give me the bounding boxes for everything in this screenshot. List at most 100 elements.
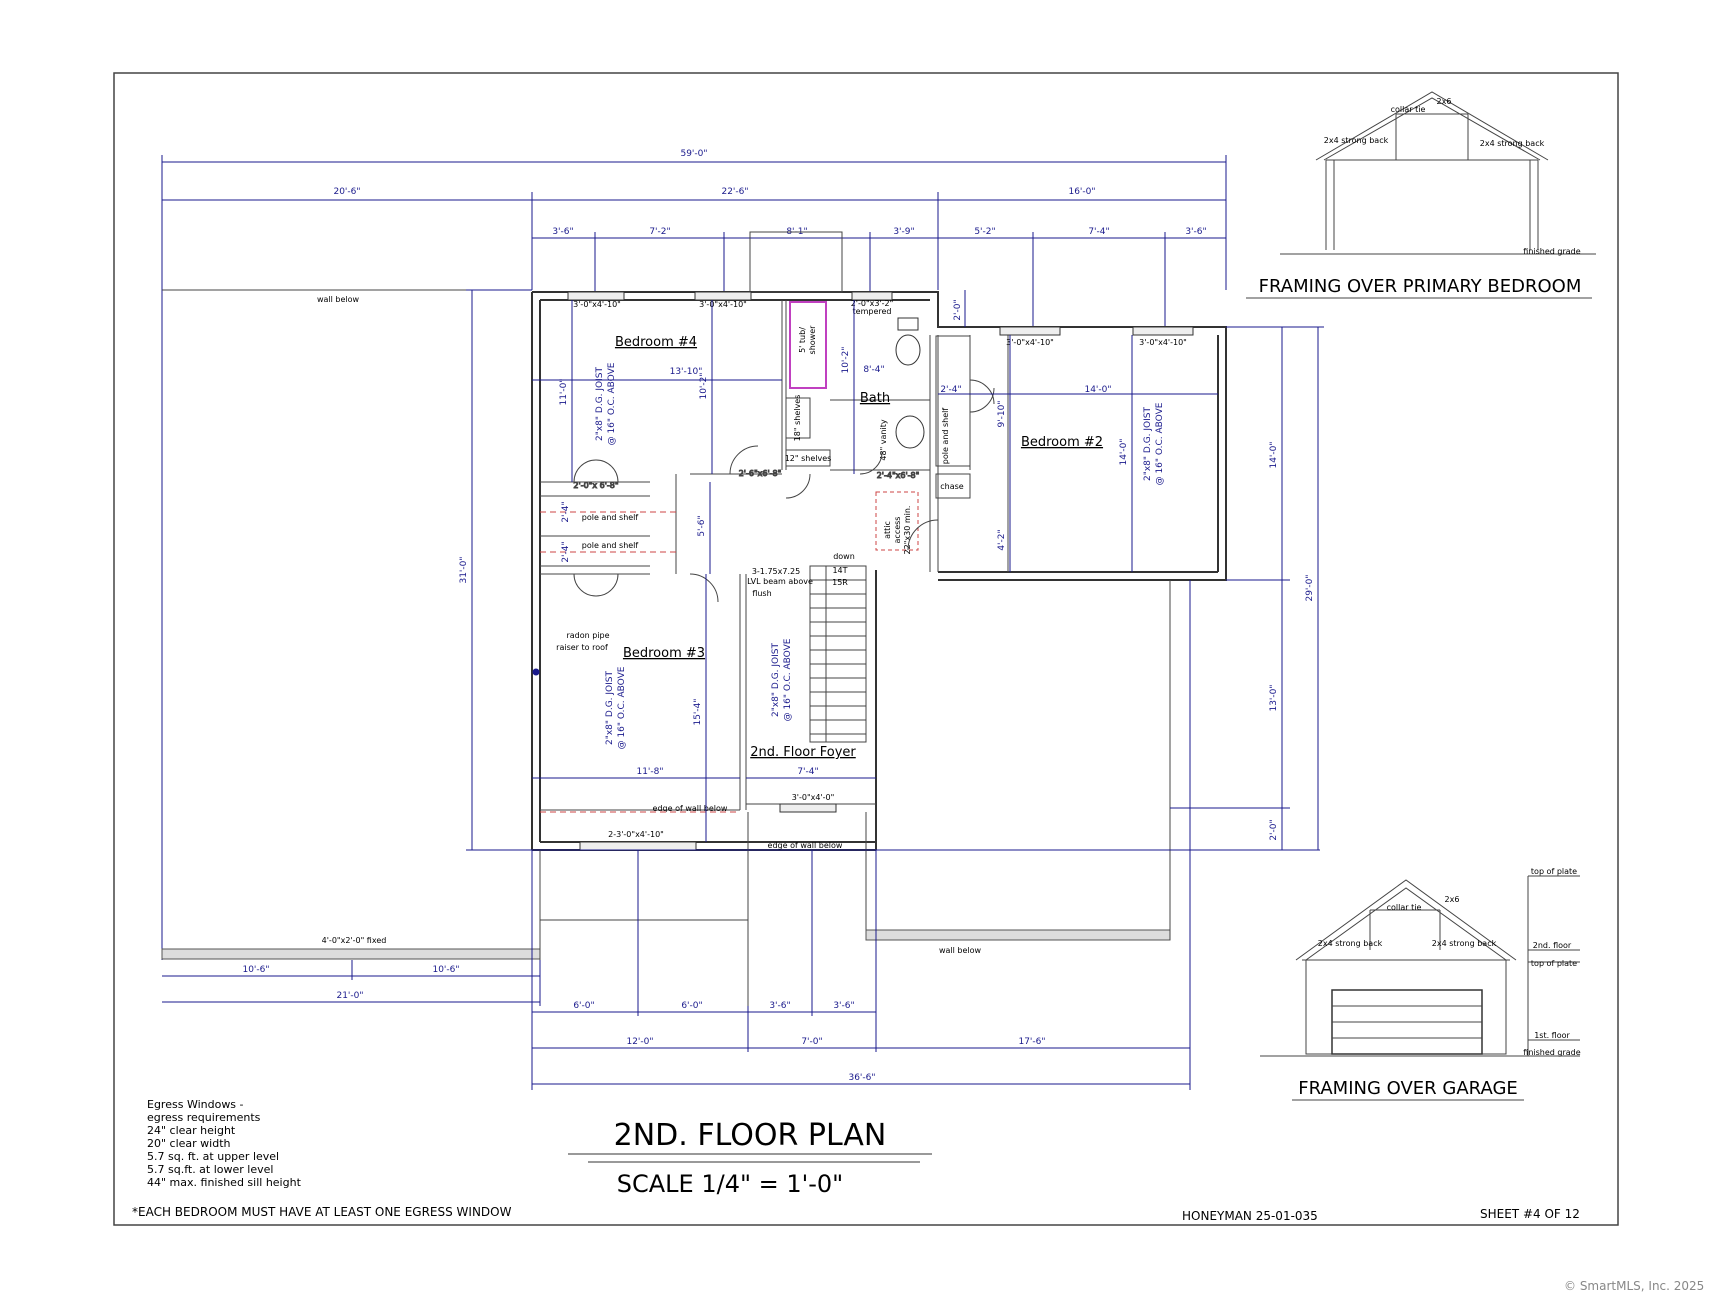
joist-labels: 2"x8" D.G. JOIST @ 16" O.C. ABOVE 2"x8" … <box>595 362 1165 749</box>
label-attic-1: attic <box>883 521 892 539</box>
door-label-bath: 2'-6"x6'-8" <box>739 469 782 478</box>
dim-left: 20'-6" <box>333 187 360 197</box>
label-strongback-garage-2: 2x4 strong back <box>1432 939 1497 948</box>
joist-foyer: 2"x8" D.G. JOIST <box>771 642 781 717</box>
bathtub-icon <box>789 301 827 389</box>
framing-garage-diagram: collar tie 2x4 strong back 2x4 strong ba… <box>1260 867 1581 1101</box>
dim-bed2-c: 2'-4" <box>940 385 961 395</box>
dim-bed2-a: 9'-10" <box>997 400 1007 427</box>
dim-c3: 3'-6" <box>769 1001 790 1011</box>
framing-primary-title: FRAMING OVER PRIMARY BEDROOM <box>1259 276 1582 297</box>
label-strongback-garage-1: 2x4 strong back <box>1318 939 1383 948</box>
label-top-plate-1: top of plate <box>1531 867 1577 876</box>
dim-bed3-h: 15'-4" <box>693 698 703 725</box>
sink-icon <box>895 415 925 449</box>
door-label-closet-1: 2'-0"x 6'-8" <box>573 481 618 490</box>
egress-line-2: egress requirements <box>147 1111 261 1124</box>
joist-bed2: 2"x8" D.G. JOIST <box>1143 406 1153 481</box>
room-bedroom-3: Bedroom #3 <box>623 646 705 661</box>
joist-bed4-oc: @ 16" O.C. ABOVE <box>607 362 617 445</box>
garage-below-outline: wall below edge of wall below edge of wa… <box>161 580 1171 1010</box>
sheet-number: SHEET #4 OF 12 <box>1480 1207 1580 1221</box>
label-pole-shelf-2: pole and shelf <box>582 541 639 550</box>
egress-line-4: 20" clear width <box>147 1137 231 1150</box>
label-strongback-primary-2: 2x4 strong back <box>1480 139 1545 148</box>
label-radon-2: raiser to roof <box>556 643 608 652</box>
dim-bath-w: 8'-4" <box>863 365 884 375</box>
egress-line-5: 5.7 sq. ft. at upper level <box>147 1150 279 1163</box>
dim-b-total: 21'-0" <box>336 991 363 1001</box>
egress-line-3: 24" clear height <box>147 1124 236 1137</box>
egress-line-1: Egress Windows - <box>147 1098 244 1111</box>
project-number: HONEYMAN 25-01-035 <box>1182 1209 1318 1223</box>
dim-e-total: 36'-6" <box>848 1073 875 1083</box>
label-radon-1: radon pipe <box>566 631 609 640</box>
egress-line-7: 44" max. finished sill height <box>147 1176 302 1189</box>
dim-bed3-w: 11'-8" <box>636 767 663 777</box>
dim-d1: 12'-0" <box>626 1037 653 1047</box>
egress-line-6: 5.7 sq.ft. at lower level <box>147 1163 273 1176</box>
label-attic-3: 22"x30 min. <box>903 506 912 555</box>
label-wall-below-left: wall below <box>317 295 360 304</box>
framing-primary-diagram: collar tie 2x4 strong back 2x4 strong ba… <box>1246 91 1596 299</box>
label-first-floor: 1st. floor <box>1534 1031 1570 1040</box>
joist-foyer-oc: @ 16" O.C. ABOVE <box>783 638 793 721</box>
joist-bed3-oc: @ 16" O.C. ABOVE <box>617 666 627 749</box>
label-stair-treads: 14T <box>832 566 847 575</box>
dim-t1: 3'-6" <box>552 227 573 237</box>
label-pole-shelf-3: pole and shelf <box>941 408 950 465</box>
interior-walls <box>540 231 1009 811</box>
label-wall-below-right: wall below <box>939 946 982 955</box>
window-label-6: 3'-0"x4'-0" <box>792 793 835 802</box>
label-rafter-garage: 2x6 <box>1445 895 1460 904</box>
joist-bed2-oc: @ 16" O.C. ABOVE <box>1155 402 1165 485</box>
dim-bed4-h: 11'-0" <box>559 378 569 405</box>
dim-c2: 6'-0" <box>681 1001 702 1011</box>
window-label-4: 3'-0"x4'-10" <box>1139 338 1187 347</box>
egress-requirement-note: *EACH BEDROOM MUST HAVE AT LEAST ONE EGR… <box>132 1205 512 1219</box>
dim-c1: 6'-0" <box>573 1001 594 1011</box>
dim-bed2-w: 14'-0" <box>1084 385 1111 395</box>
dim-bed4-w: 13'-10" <box>670 367 703 377</box>
radon-pipe-icon <box>532 668 540 676</box>
label-vanity: 48" vanity <box>879 419 888 460</box>
label-edge-wall-1: edge of wall below <box>653 804 728 813</box>
label-tempered: tempered <box>853 307 892 316</box>
top-dimensions: 59'-0" 20'-6" 22'-6" 16'-0" 3'-6" 7'-2" … <box>161 149 1227 960</box>
dim-mid: 22'-6" <box>721 187 748 197</box>
toilet-icon <box>895 334 921 366</box>
dim-hall: 5'-6" <box>697 515 707 536</box>
dim-bed2-b: 4'-2" <box>997 529 1007 550</box>
dim-r-total: 29'-0" <box>1305 574 1315 601</box>
dim-closet-a: 2'-4" <box>561 501 571 522</box>
bottom-dimensions: 10'-6" 10'-6" 21'-0" 6'-0" 6'-0" 3'-6" 3… <box>162 580 1191 1090</box>
label-stair-down: down <box>833 552 855 561</box>
joist-bed4: 2"x8" D.G. JOIST <box>595 366 605 441</box>
framing-garage-title: FRAMING OVER GARAGE <box>1298 1078 1518 1099</box>
sheet-border <box>113 72 1619 1226</box>
interior-dimensions: 13'-10" 11'-0" 10'-2" 10'-2" 8'-4" 14'-0… <box>532 300 1218 842</box>
label-shelves-12: 12" shelves <box>785 454 832 463</box>
windows: 3'-0"x4'-10" 3'-0"x4'-10" 3'-0"x4'-10" 3… <box>309 291 1194 960</box>
room-bedroom-2: Bedroom #2 <box>1021 435 1103 450</box>
label-collar-garage: collar tie <box>1387 903 1422 912</box>
right-dimensions: 14'-0" 13'-0" 2'-0" 29'-0" 2'-0" <box>953 290 1324 850</box>
dim-d2: 7'-0" <box>801 1037 822 1047</box>
window-label-5: 2-3'-0"x4'-10" <box>608 830 664 839</box>
label-shelves-18: 18" shelves <box>793 395 802 442</box>
dim-b2: 10'-6" <box>432 965 459 975</box>
dim-t7: 3'-6" <box>1185 227 1206 237</box>
label-grade-primary: finished grade <box>1523 247 1580 256</box>
room-bedroom-4: Bedroom #4 <box>615 335 697 350</box>
window-label-2: 3'-0"x4'-10" <box>699 300 747 309</box>
window-label-7: 4'-0"x2'-0" fixed <box>322 936 387 945</box>
label-top-plate-2: top of plate <box>1531 959 1577 968</box>
dim-bed4-h2: 10'-2" <box>699 372 709 399</box>
plan-scale: SCALE 1/4" = 1'-0" <box>617 1170 843 1198</box>
dim-top-r: 2'-0" <box>953 299 963 320</box>
dim-r1: 14'-0" <box>1269 441 1279 468</box>
label-pole-shelf-1: pole and shelf <box>582 513 639 522</box>
label-stair-risers: 15R <box>832 578 848 587</box>
label-second-floor: 2nd. floor <box>1533 941 1572 950</box>
dim-t4: 3'-9" <box>893 227 914 237</box>
